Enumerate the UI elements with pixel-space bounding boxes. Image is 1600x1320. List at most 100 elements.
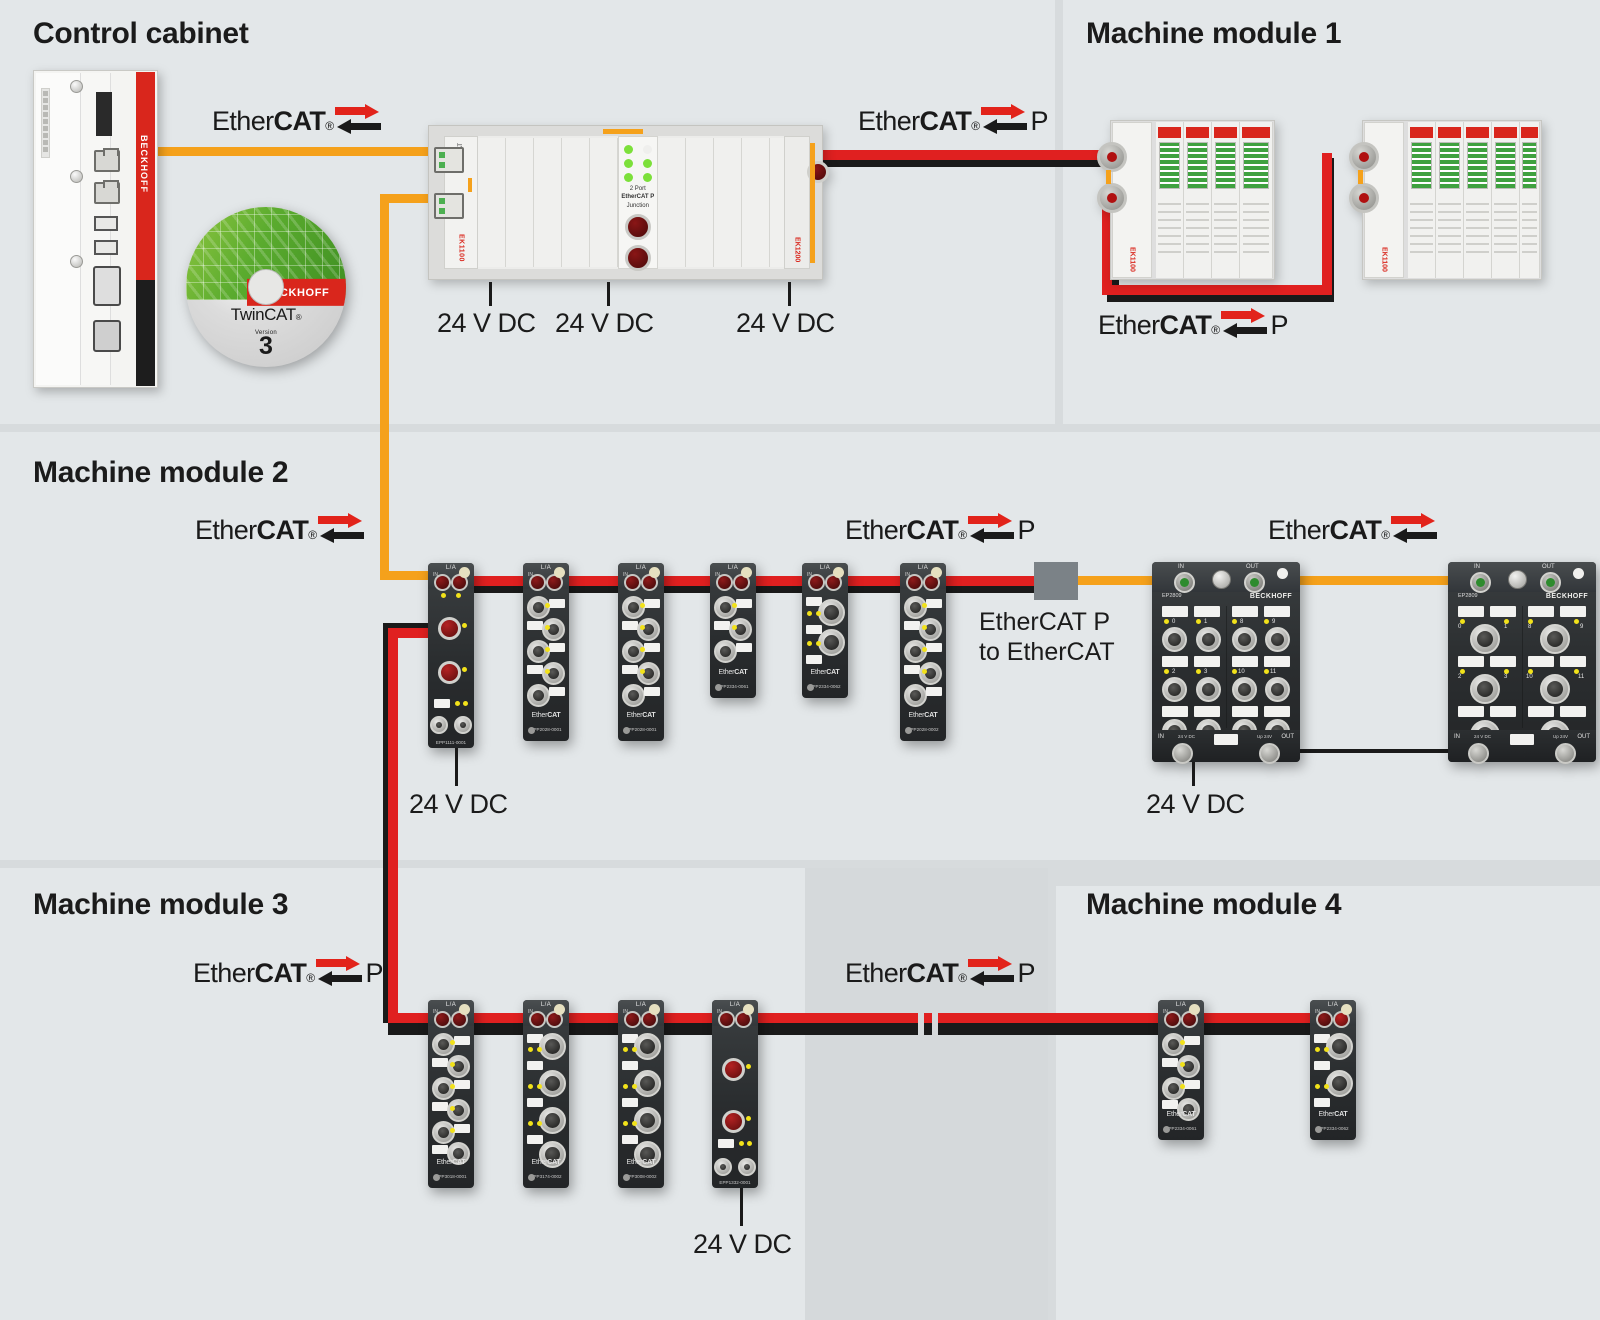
fieldbox-power-m8-a[interactable]	[430, 716, 448, 734]
mm4-field-box-2[interactable]: L/A IN OUT EtherCAT EPP2334-0062	[1310, 1000, 1356, 1140]
terminal-slot[interactable]	[505, 137, 534, 268]
ep-io-port[interactable]	[1162, 677, 1187, 702]
junction-port-x2[interactable]	[624, 244, 651, 271]
mm3-field-box-4[interactable]: L/A IN OUT EPP1332-0001	[712, 1000, 758, 1188]
mm2-field-box-2[interactable]: L/A IN OUT EtherCAT EPP2028-0001	[523, 563, 569, 741]
mm3-power-port-2[interactable]	[722, 1110, 745, 1133]
ipc-serial-port[interactable]	[93, 320, 121, 352]
ep-io-port[interactable]	[1232, 677, 1257, 702]
fieldbox-port-in[interactable]	[434, 1011, 451, 1028]
ek1200-endcap[interactable]: EK1200	[783, 135, 810, 270]
bus-terminal-slot[interactable]	[1212, 122, 1240, 278]
bus-terminal-slot[interactable]	[1184, 122, 1212, 278]
ethercat-p-junction-module[interactable]: 2 Port EtherCAT P Junction	[617, 135, 658, 271]
mm3-field-box-2[interactable]: L/A IN OUT EtherCAT EPP3174-0002	[523, 1000, 569, 1188]
mm1-port-out-2[interactable]	[1349, 183, 1379, 213]
mm1-port-in-2[interactable]	[1349, 142, 1379, 172]
mm3-field-box-3[interactable]: L/A IN OUT EtherCAT EPP3008-0002	[618, 1000, 664, 1188]
terminal-slot[interactable]	[741, 137, 770, 268]
mm2-field-box-4[interactable]: L/A IN OUT EtherCAT EPP2334-0061	[710, 563, 756, 698]
fieldbox-io-m8[interactable]	[527, 684, 550, 707]
mm1-port-out-1[interactable]	[1097, 183, 1127, 213]
coupler-rj45-out[interactable]	[434, 193, 464, 219]
fieldbox-io-m8[interactable]	[919, 662, 942, 685]
mm3-field-box-1[interactable]: L/A IN OUT EtherCAT EPP3018-0001	[428, 1000, 474, 1188]
bus-terminal-slot[interactable]	[1240, 122, 1273, 278]
mm2-power-port-1[interactable]	[438, 617, 461, 640]
ep-io-port[interactable]	[1265, 627, 1290, 652]
ep-io-port-m12[interactable]	[1540, 624, 1570, 654]
fieldbox-io-m8[interactable]	[904, 684, 927, 707]
fieldbox-port-in[interactable]	[624, 574, 641, 591]
fieldbox-io-m8[interactable]	[637, 618, 660, 641]
fieldbox-io-m12[interactable]	[539, 1033, 566, 1060]
mm1-bus-terminal-1[interactable]: EK1100	[1097, 120, 1275, 280]
terminal-slot[interactable]	[477, 137, 506, 268]
ipc-usb-port-2[interactable]	[94, 240, 118, 255]
ep-io-port-m12[interactable]	[1470, 674, 1500, 704]
terminal-slot[interactable]	[533, 137, 562, 268]
fieldbox-io-m12[interactable]	[634, 1141, 661, 1168]
terminal-slot[interactable]	[657, 137, 686, 268]
ethercatp-to-ethercat-converter[interactable]	[1034, 562, 1078, 600]
bus-terminal-slot[interactable]	[1156, 122, 1184, 278]
ep-io-port[interactable]	[1232, 627, 1257, 652]
fieldbox-port-in[interactable]	[718, 1011, 735, 1028]
ep-power-in-port[interactable]	[1468, 743, 1489, 764]
fieldbox-io-m8[interactable]	[542, 618, 565, 641]
fieldbox-io-m8[interactable]	[1177, 1098, 1200, 1121]
fieldbox-port-in[interactable]	[529, 1011, 546, 1028]
fieldbox-io-m12[interactable]	[818, 599, 845, 626]
bus-terminal-slot[interactable]	[1408, 122, 1436, 278]
fieldbox-io-m8[interactable]	[447, 1055, 470, 1078]
mm1-port-in-1[interactable]	[1097, 142, 1127, 172]
junction-port-x1[interactable]	[624, 213, 651, 240]
mm2-ep2809-box-1[interactable]: IN OUT EP2809 BECKHOFF 0 1 8 9 2 3 10 11	[1152, 562, 1300, 764]
fieldbox-io-m8[interactable]	[919, 618, 942, 641]
fieldbox-port-in[interactable]	[1316, 1011, 1333, 1028]
fieldbox-io-m8[interactable]	[447, 1099, 470, 1122]
mm3-power-port-1[interactable]	[722, 1058, 745, 1081]
ep-port-in[interactable]	[1470, 572, 1491, 593]
fieldbox-power-m8-b[interactable]	[454, 716, 472, 734]
ipc-rj45-port-2[interactable]	[94, 180, 120, 204]
fieldbox-io-m12[interactable]	[818, 629, 845, 656]
ep-rotary-knob[interactable]	[1212, 570, 1231, 589]
fieldbox-io-m12[interactable]	[1326, 1033, 1353, 1060]
terminal-slot[interactable]	[561, 137, 590, 268]
ep-io-port[interactable]	[1162, 627, 1187, 652]
industrial-pc[interactable]: BECKHOFF	[33, 70, 158, 388]
fieldbox-io-m12[interactable]	[539, 1141, 566, 1168]
fieldbox-port-in[interactable]	[906, 574, 923, 591]
ethercat-terminal-block[interactable]: EtherCAT EK1100 2 Port EtherCAT P Juncti…	[428, 125, 829, 280]
fieldbox-io-m8[interactable]	[447, 1142, 470, 1165]
ep-io-port[interactable]	[1196, 677, 1221, 702]
fieldbox-port-in[interactable]	[529, 574, 546, 591]
ep-io-port[interactable]	[1196, 627, 1221, 652]
fieldbox-io-m8[interactable]	[1177, 1055, 1200, 1078]
ep-io-port[interactable]	[1265, 677, 1290, 702]
fieldbox-io-m12[interactable]	[539, 1070, 566, 1097]
bus-terminal-slot[interactable]	[1436, 122, 1464, 278]
ep-port-out[interactable]	[1540, 572, 1561, 593]
fieldbox-port-in[interactable]	[624, 1011, 641, 1028]
bus-terminal-slot[interactable]	[1492, 122, 1520, 278]
fieldbox-io-m12[interactable]	[634, 1070, 661, 1097]
mm2-ep2809-box-2[interactable]: IN OUT EP2809 BECKHOFF 0 1 8 9 2 3 10	[1448, 562, 1596, 764]
fieldbox-io-m12[interactable]	[539, 1107, 566, 1134]
fieldbox-io-m8[interactable]	[729, 618, 752, 641]
ep-power-out-port[interactable]	[1259, 743, 1280, 764]
fieldbox-port-in[interactable]	[434, 574, 451, 591]
ep-io-port-m12[interactable]	[1540, 674, 1570, 704]
ep-port-in[interactable]	[1174, 572, 1195, 593]
bus-terminal-slot[interactable]	[1520, 122, 1540, 278]
fieldbox-port-in[interactable]	[716, 574, 733, 591]
bus-terminal-slot[interactable]	[1464, 122, 1492, 278]
mm2-field-box-3[interactable]: L/A IN OUT EtherCAT EPP2028-0001	[618, 563, 664, 741]
mm2-field-box-6[interactable]: L/A IN OUT EtherCAT EPP2028-0002	[900, 563, 946, 741]
ep-power-in-port[interactable]	[1172, 743, 1193, 764]
fieldbox-io-m8[interactable]	[622, 684, 645, 707]
mm2-field-box-5[interactable]: L/A IN OUT EtherCAT EPP2334-0062	[802, 563, 848, 698]
fieldbox-io-m12[interactable]	[634, 1107, 661, 1134]
mm2-field-box-1[interactable]: L/A IN OUT EPP1111-0001	[428, 563, 474, 748]
